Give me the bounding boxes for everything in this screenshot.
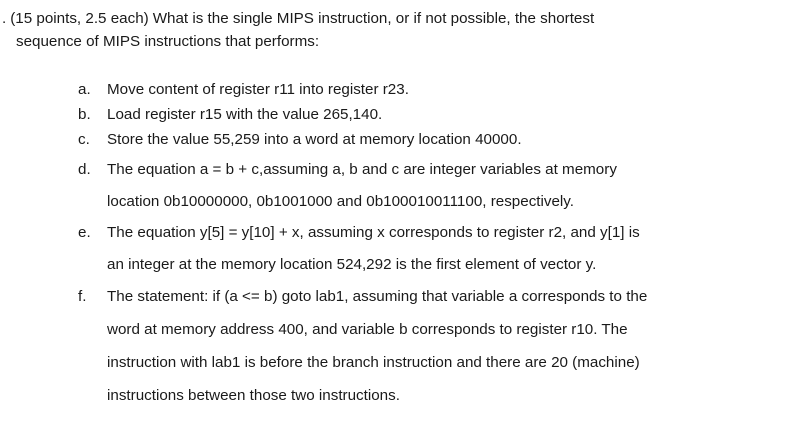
- list-item-line: Store the value 55,259 into a word at me…: [107, 131, 522, 148]
- list-item-line: Load register r15 with the value 265,140…: [107, 106, 383, 123]
- list-item-line: instructions between those two instructi…: [107, 387, 400, 404]
- list-item-label: a.: [78, 81, 91, 98]
- list-item: f. The statement: if (a <= b) goto lab1,…: [0, 285, 791, 417]
- list-item-line: The statement: if (a <= b) goto lab1, as…: [107, 288, 648, 305]
- question-number-marker: .: [2, 10, 7, 27]
- list-item-line: instruction with lab1 is before the bran…: [107, 354, 640, 371]
- list-item-body: Store the value 55,259 into a word at me…: [107, 128, 779, 151]
- list-item-line: The equation y[5] = y[10] + x, assuming …: [107, 224, 640, 241]
- list-item-label: d.: [78, 161, 91, 178]
- list-item-body: The equation y[5] = y[10] + x, assuming …: [107, 221, 779, 276]
- list-item: e. The equation y[5] = y[10] + x, assumi…: [0, 221, 791, 285]
- question-stem-text-1: What is the single MIPS instruction, or …: [152, 10, 595, 27]
- list-item-body: Load register r15 with the value 265,140…: [107, 103, 779, 126]
- question-stem-line-1: .(15 points, 2.5 each)What is the single…: [2, 7, 789, 30]
- list-item: d. The equation a = b + c,assuming a, b …: [0, 158, 791, 221]
- list-item-label: e.: [78, 224, 91, 241]
- list-item: c. Store the value 55,259 into a word at…: [0, 128, 791, 158]
- list-item-label: f.: [78, 288, 87, 305]
- question-stem-line-2: sequence of MIPS instructions that perfo…: [16, 33, 320, 50]
- list-item: a. Move content of register r11 into reg…: [0, 78, 791, 103]
- list-item-line: Move content of register r11 into regist…: [107, 81, 409, 98]
- list-item-body: The equation a = b + c,assuming a, b and…: [107, 158, 779, 213]
- list-item-label: b.: [78, 106, 91, 123]
- points-label: (15 points, 2.5 each): [10, 10, 149, 27]
- list-item-label: c.: [78, 131, 90, 148]
- list-item-line: The equation a = b + c,assuming a, b and…: [107, 161, 617, 178]
- list-item: b. Load register r15 with the value 265,…: [0, 103, 791, 128]
- list-item-line: word at memory address 400, and variable…: [107, 321, 628, 338]
- list-item-line: an integer at the memory location 524,29…: [107, 256, 597, 273]
- list-item-line: location 0b10000000, 0b1001000 and 0b100…: [107, 193, 574, 210]
- question-parts-list: a. Move content of register r11 into reg…: [0, 78, 791, 417]
- list-item-body: The statement: if (a <= b) goto lab1, as…: [107, 285, 779, 407]
- list-item-body: Move content of register r11 into regist…: [107, 78, 779, 101]
